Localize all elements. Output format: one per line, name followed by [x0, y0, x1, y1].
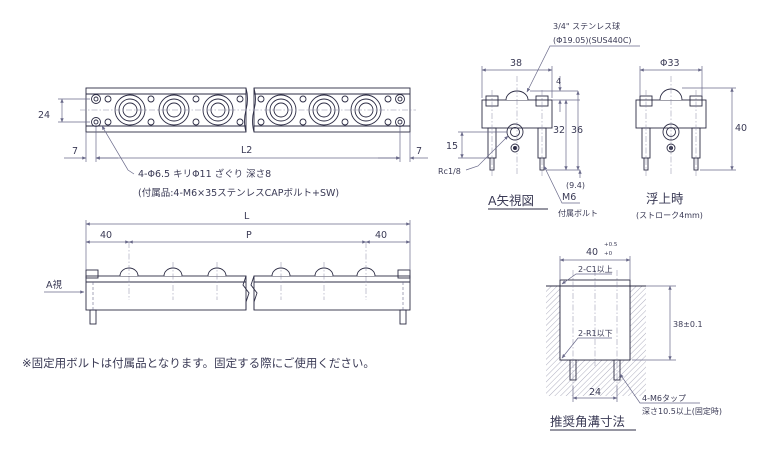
- floating-view: Φ33 40 浮上時 (ストローク4mm): [635, 58, 747, 220]
- a-thread-label: Rc1/8: [438, 167, 461, 176]
- small-screws: [104, 95, 392, 126]
- dim-right-40-label: 40: [375, 230, 387, 241]
- footer-note: ※固定用ボルトは付属品となります。固定する際にご使用ください。: [22, 356, 375, 370]
- float-title: 浮上時: [646, 191, 684, 206]
- a-bolt-m6: M6: [562, 192, 576, 203]
- a-bolt-accessory: 付属ボルト: [558, 208, 598, 218]
- front-view: L 40 P 40 A視: [44, 211, 411, 325]
- dim-L-label: L: [244, 211, 250, 222]
- a-view-title: A矢視図: [488, 193, 534, 208]
- groove-hatch: [546, 286, 646, 396]
- ball-note-2: (Φ19.05)(SUS440C): [553, 36, 632, 45]
- front-bolts: [89, 282, 407, 325]
- groove-chamfer-label: 2-C1以上: [578, 265, 613, 274]
- front-balls: [119, 267, 376, 277]
- groove-view: 40 +0.5 +0 2-C1以上 2-R1以下 38±0.1 24 4-M6タ…: [546, 242, 722, 431]
- ball-note-1: 3/4" ステンレス球: [553, 21, 620, 31]
- a-dim-15: 15: [446, 141, 458, 152]
- groove-title: 推奨角溝寸法: [550, 414, 625, 429]
- view-arrow-label: A視: [46, 279, 62, 291]
- groove-dim-24: 24: [589, 387, 601, 398]
- hole-note: 4-Φ6.5 キリΦ11 ざぐり 深さ8: [138, 168, 271, 180]
- dim-24-label: 24: [38, 110, 50, 121]
- groove-tap-label-2: 深さ10.5以上(固定時): [642, 406, 722, 416]
- front-body-right: [253, 275, 411, 311]
- a-dim-38: 38: [510, 58, 522, 69]
- float-stroke-note: (ストローク4mm): [636, 211, 703, 220]
- groove-tap-label-1: 4-M6タップ: [642, 394, 686, 403]
- dim-right-7-label: 7: [416, 146, 422, 157]
- a-dim-32: 32: [553, 125, 565, 136]
- dim-left-7-label: 7: [72, 146, 78, 157]
- groove-radius-label: 2-R1以下: [578, 329, 613, 338]
- float-dim-40: 40: [735, 123, 747, 134]
- accessory-note: (付属品:4-M6×35ステンレスCAPボルト+SW): [138, 188, 339, 199]
- bolt-holes: [91, 94, 405, 127]
- a-dim-9-4: (9.4): [566, 181, 585, 190]
- a-dim-36: 36: [571, 125, 583, 136]
- dim-L2-label: L2: [241, 145, 252, 156]
- top-view: 24 7 7 L2 4-Φ6.5 キリΦ11 ざぐり 深さ8 (付属品:4-M6…: [38, 87, 428, 199]
- a-arrow-view: 3/4" ステンレス球 (Φ19.05)(SUS440C) 38 4 32: [438, 21, 640, 218]
- groove-dim-40: 40: [586, 247, 598, 258]
- groove-tol-upper: +0.5: [604, 242, 618, 248]
- groove-dim-38: 38±0.1: [673, 320, 703, 329]
- dim-left-40-label: 40: [100, 230, 112, 241]
- float-dim-phi33: Φ33: [660, 58, 680, 69]
- dim-P-label: P: [246, 230, 252, 241]
- front-body-left: [85, 275, 247, 311]
- groove-tol-lower: +0: [604, 251, 613, 257]
- a-dim-4: 4: [556, 77, 561, 86]
